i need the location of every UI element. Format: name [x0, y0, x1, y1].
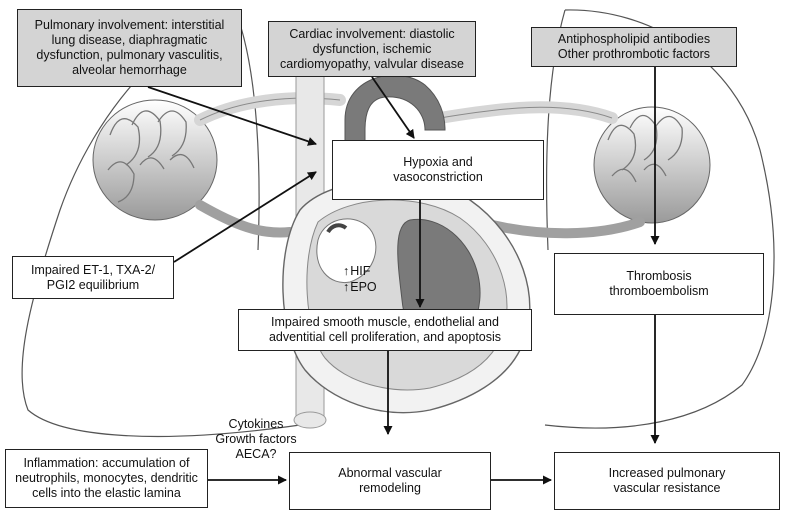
smooth-muscle-box: Impaired smooth muscle, endothelial and …: [238, 309, 532, 351]
arrow-cardiac-to-hypoxia: [371, 76, 415, 139]
thrombosis-box: Thrombosis thromboembolism: [554, 253, 764, 315]
right-atrium: [316, 218, 377, 284]
hif-label: HIF: [350, 264, 371, 278]
et1-equilibrium-box: Impaired ET-1, TXA-2/ PGI2 equilibrium: [12, 256, 174, 299]
hif-marker: ↑HIF: [343, 264, 370, 279]
epo-marker: ↑EPO: [343, 280, 377, 295]
arrow-pulmonary-to-vessel: [147, 86, 317, 146]
aortic-arch: [344, 74, 446, 201]
hypoxia-box: Hypoxia and vasoconstriction: [332, 140, 544, 200]
right-lower-vessel: [475, 217, 645, 239]
inflammation-box: Inflammation: accumulation of neutrophil…: [5, 449, 208, 508]
pulmonary-resistance-box: Increased pulmonary vascular resistance: [554, 452, 780, 510]
pulmonary-involvement-box: Pulmonary involvement: interstitial lung…: [17, 9, 242, 87]
arrow-et1-to-vessel: [173, 171, 317, 263]
cytokines-label: Cytokines Growth factors AECA?: [215, 417, 297, 461]
vascular-remodeling-box: Abnormal vascular remodeling: [289, 452, 491, 510]
up-arrow-icon: ↑: [343, 264, 350, 278]
antiphospholipid-box: Antiphospholipid antibodies Other prothr…: [531, 27, 737, 67]
up-arrow-icon: ↑: [343, 280, 350, 294]
left-lower-vessel: [195, 200, 295, 238]
cardiac-involvement-box: Cardiac involvement: diastolic dysfuncti…: [268, 21, 476, 77]
epo-label: EPO: [350, 280, 377, 294]
